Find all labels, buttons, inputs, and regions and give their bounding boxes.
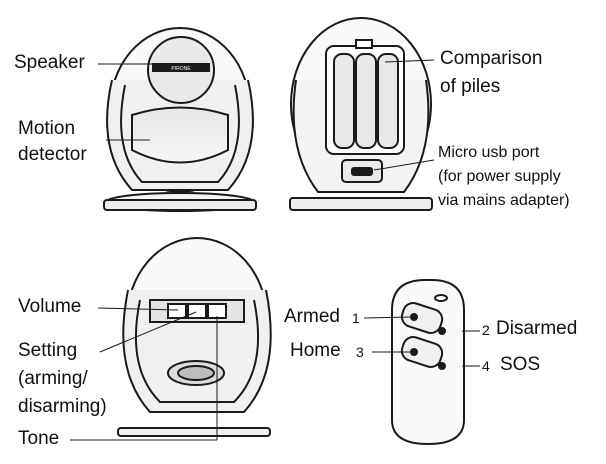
motion-label-line2: detector <box>18 144 87 165</box>
armed-label: Armed <box>284 306 340 327</box>
setting-label-line2: (arming/ <box>18 368 88 389</box>
setting-leader <box>99 311 197 353</box>
disarmed-number: 2 <box>482 322 490 338</box>
remote-control <box>391 279 465 446</box>
home-label: Home <box>290 340 341 361</box>
motion-label-line1: Motion <box>18 118 76 139</box>
sos-label: SOS <box>500 354 541 375</box>
comparison-label-line2: of piles <box>440 76 501 97</box>
volume-label: Volume <box>18 296 82 317</box>
setting-label-line1: Setting <box>18 340 78 361</box>
usb-label-line2: (for power supply <box>438 168 561 185</box>
leader-lines <box>70 59 480 441</box>
armed-leader <box>363 316 413 319</box>
volume-leader <box>97 307 179 311</box>
armed-number: 1 <box>352 310 360 326</box>
usb-label-line1: Micro usb port <box>438 144 540 161</box>
tone-label: Tone <box>18 428 60 449</box>
speaker-label: Speaker <box>14 52 85 73</box>
setting-label-line3: disarming) <box>18 396 107 417</box>
usb-leader <box>373 159 435 171</box>
comparison-label-line1: Comparison <box>440 48 543 69</box>
usb-label-line3: via mains adapter) <box>438 192 570 209</box>
brand-mark: PIRONE <box>171 66 191 72</box>
sos-number: 4 <box>482 358 490 374</box>
bottom-view-device <box>117 237 272 437</box>
home-number: 3 <box>356 344 364 360</box>
back-view-device <box>289 17 433 211</box>
piles-leader <box>384 59 435 63</box>
disarmed-label: Disarmed <box>496 318 578 339</box>
front-view-device <box>103 27 257 212</box>
